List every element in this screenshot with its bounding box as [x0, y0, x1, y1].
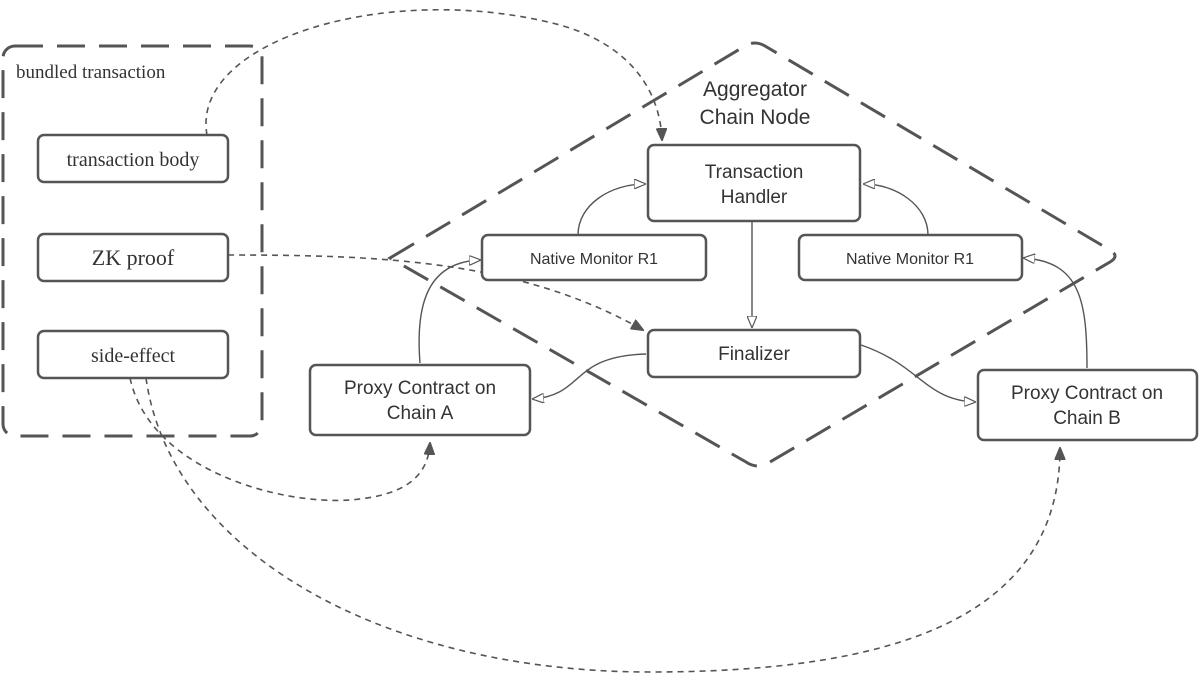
proxy-b-label-line2: Chain B	[1053, 408, 1121, 429]
transaction-body-box: transaction body	[36, 133, 230, 184]
connector-monitor-right-to-handler	[864, 184, 929, 236]
proxy-contract-chain-a-node: Proxy Contract on Chain A	[308, 363, 532, 437]
connector-sideeffect-to-proxy-b	[145, 377, 1060, 673]
connector-body-to-handler	[205, 8, 662, 140]
native-monitor-left-node: Native Monitor R1	[480, 233, 708, 282]
proxy-a-label-line1: Proxy Contract on	[344, 378, 496, 399]
finalizer-label: Finalizer	[718, 344, 790, 365]
connector-sideeffect-to-proxy-a	[129, 377, 430, 502]
transaction-handler-label-line2: Handler	[721, 187, 788, 208]
connector-proxy-b-to-monitor-right	[1024, 258, 1088, 369]
proxy-a-label-line2: Chain A	[387, 403, 454, 424]
bundled-transaction-container	[1, 44, 264, 438]
aggregator-chain-node-boundary	[387, 41, 1117, 468]
finalizer-node: Finalizer	[646, 328, 862, 379]
proxy-contract-chain-b-node: Proxy Contract on Chain B	[976, 368, 1199, 442]
transaction-handler-node: Transaction Handler	[646, 143, 862, 223]
native-monitor-right-label: Native Monitor R1	[846, 251, 974, 268]
aggregator-label-line2: Chain Node	[700, 106, 811, 129]
connector-finalizer-to-proxy-a	[533, 353, 647, 399]
connector-finalizer-to-proxy-b	[860, 344, 975, 402]
transaction-body-label: transaction body	[67, 149, 200, 171]
native-monitor-right-node: Native Monitor R1	[797, 233, 1024, 282]
connector-proxy-a-to-monitor-left	[418, 260, 480, 364]
connector-zkproof-to-finalizer	[227, 254, 643, 330]
proxy-b-label-line1: Proxy Contract on	[1011, 383, 1163, 404]
bundled-transaction-label: bundled transaction	[16, 62, 166, 83]
connector-monitor-left-to-handler	[577, 184, 645, 236]
side-effect-box: side-effect	[36, 329, 230, 380]
side-effect-label: side-effect	[91, 345, 175, 367]
aggregator-label-line1: Aggregator	[703, 78, 807, 101]
native-monitor-left-label: Native Monitor R1	[530, 251, 658, 268]
zk-proof-label: ZK proof	[92, 245, 175, 270]
transaction-handler-label-line1: Transaction	[705, 162, 804, 183]
zk-proof-box: ZK proof	[36, 232, 230, 283]
